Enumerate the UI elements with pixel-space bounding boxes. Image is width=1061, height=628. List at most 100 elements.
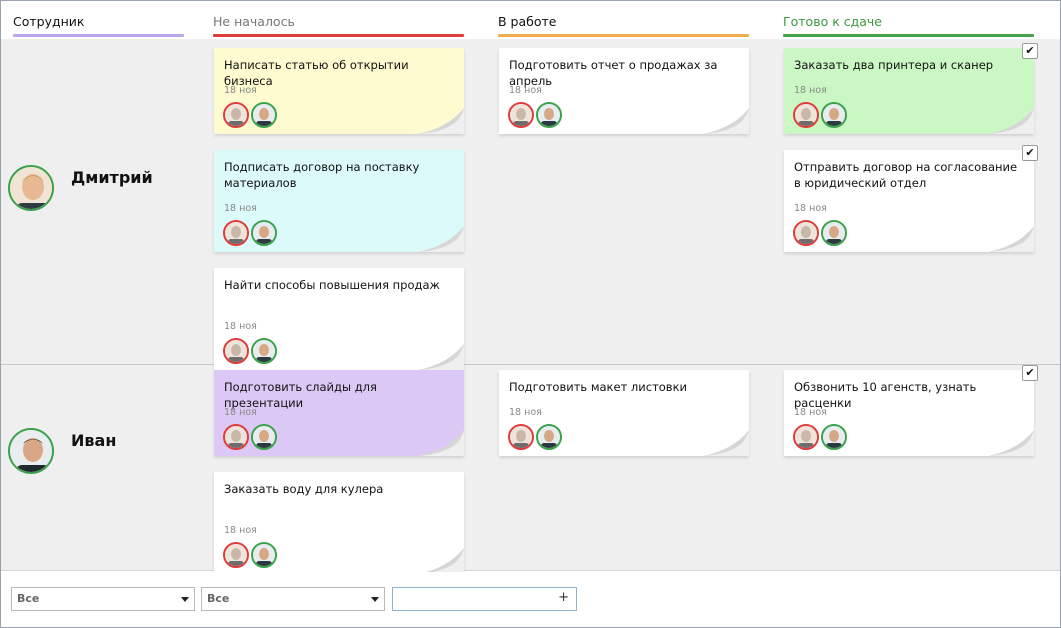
employee-filter-value: Все: [17, 592, 40, 605]
person-icon: [10, 167, 52, 209]
task-date: 18 ноя: [224, 203, 257, 214]
col-header-not-started-bar: [213, 34, 464, 37]
person-icon: [795, 104, 817, 126]
assignee-avatar[interactable]: [793, 424, 819, 450]
done-checkbox[interactable]: ✔: [1022, 43, 1038, 59]
assignee-avatar[interactable]: [793, 102, 819, 128]
page-curl-icon: [418, 430, 464, 456]
task-card[interactable]: Подготовить макет листовки 18 ноя: [499, 370, 749, 456]
assignee-avatar[interactable]: [223, 424, 249, 450]
person-icon: [253, 104, 275, 126]
col-header-employee-bar: [13, 34, 184, 37]
assignee-avatar[interactable]: [223, 338, 249, 364]
footer-toolbar: Все Все +: [1, 572, 1060, 627]
new-task-input[interactable]: +: [392, 587, 577, 611]
owner-avatar[interactable]: [251, 220, 277, 246]
page-curl-icon: [418, 226, 464, 252]
task-card[interactable]: Отправить договор на согласование в юрид…: [784, 145, 1038, 252]
page-curl-icon: [988, 226, 1034, 252]
page-curl-icon: [988, 430, 1034, 456]
owner-avatar[interactable]: [251, 542, 277, 568]
page-curl-icon: [703, 108, 749, 134]
employee-avatar-ivan[interactable]: [8, 428, 54, 474]
assignee-avatar[interactable]: [223, 542, 249, 568]
task-date: 18 ноя: [509, 85, 542, 96]
lane-separator: [1, 570, 1060, 571]
task-title: Написать статью об открытии бизнеса: [224, 58, 409, 88]
owner-avatar[interactable]: [821, 424, 847, 450]
add-task-icon[interactable]: +: [558, 590, 569, 605]
task-title: Обзвонить 10 агенств, узнать расценки: [794, 380, 977, 410]
lane-separator: [1, 364, 1060, 365]
task-card[interactable]: Заказать два принтера и сканер 18 ноя ✔: [784, 43, 1038, 134]
col-header-in-progress-bar: [498, 34, 749, 37]
task-title: Подписать договор на поставку материалов: [224, 160, 420, 190]
owner-avatar[interactable]: [251, 424, 277, 450]
task-title: Заказать два принтера и сканер: [794, 58, 994, 72]
assignee-avatar[interactable]: [508, 102, 534, 128]
page-curl-icon: [418, 548, 464, 574]
assignee-avatar[interactable]: [793, 220, 819, 246]
owner-avatar[interactable]: [251, 338, 277, 364]
task-title: Подготовить отчет о продажах за апрель: [509, 58, 718, 88]
person-icon: [225, 340, 247, 362]
status-filter-select[interactable]: Все: [201, 587, 385, 611]
task-title: Заказать воду для кулера: [224, 482, 384, 496]
owner-avatar[interactable]: [536, 424, 562, 450]
col-header-not-started-label: Не началось: [213, 14, 295, 29]
assignee-avatar[interactable]: [223, 102, 249, 128]
status-filter-value: Все: [207, 592, 230, 605]
owner-avatar[interactable]: [821, 102, 847, 128]
page-curl-icon: [418, 344, 464, 370]
person-icon: [225, 426, 247, 448]
done-checkbox[interactable]: ✔: [1022, 365, 1038, 381]
person-icon: [253, 340, 275, 362]
person-icon: [795, 426, 817, 448]
task-date: 18 ноя: [794, 203, 827, 214]
page-curl-icon: [988, 108, 1034, 134]
owner-avatar[interactable]: [821, 220, 847, 246]
person-icon: [538, 104, 560, 126]
col-header-ready-label: Готово к сдаче: [783, 14, 882, 29]
task-title: Найти способы повышения продаж: [224, 278, 440, 292]
owner-avatar[interactable]: [251, 102, 277, 128]
person-icon: [823, 104, 845, 126]
col-header-in-progress: В работе: [498, 15, 749, 37]
assignee-avatar[interactable]: [508, 424, 534, 450]
col-header-employee: Сотрудник: [13, 15, 184, 37]
person-icon: [253, 426, 275, 448]
employee-avatar-dmitry[interactable]: [8, 165, 54, 211]
person-icon: [538, 426, 560, 448]
done-checkbox[interactable]: ✔: [1022, 145, 1038, 161]
task-card[interactable]: Подписать договор на поставку материалов…: [214, 150, 464, 252]
employee-filter-select[interactable]: Все: [11, 587, 195, 611]
person-icon: [823, 222, 845, 244]
task-date: 18 ноя: [509, 407, 542, 418]
person-icon: [510, 104, 532, 126]
col-header-ready: Готово к сдаче: [783, 15, 1034, 37]
task-title: Подготовить макет листовки: [509, 380, 688, 394]
person-icon: [225, 104, 247, 126]
col-header-ready-bar: [783, 34, 1034, 37]
employee-name: Дмитрий: [71, 168, 153, 187]
person-icon: [225, 222, 247, 244]
task-date: 18 ноя: [224, 407, 257, 418]
chevron-down-icon: [181, 597, 189, 602]
owner-avatar[interactable]: [536, 102, 562, 128]
person-icon: [253, 544, 275, 566]
task-date: 18 ноя: [794, 407, 827, 418]
page-curl-icon: [418, 108, 464, 134]
task-date: 18 ноя: [794, 85, 827, 96]
person-icon: [795, 222, 817, 244]
person-icon: [823, 426, 845, 448]
task-date: 18 ноя: [224, 85, 257, 96]
assignee-avatar[interactable]: [223, 220, 249, 246]
task-title: Отправить договор на согласование в юрид…: [794, 160, 1018, 190]
